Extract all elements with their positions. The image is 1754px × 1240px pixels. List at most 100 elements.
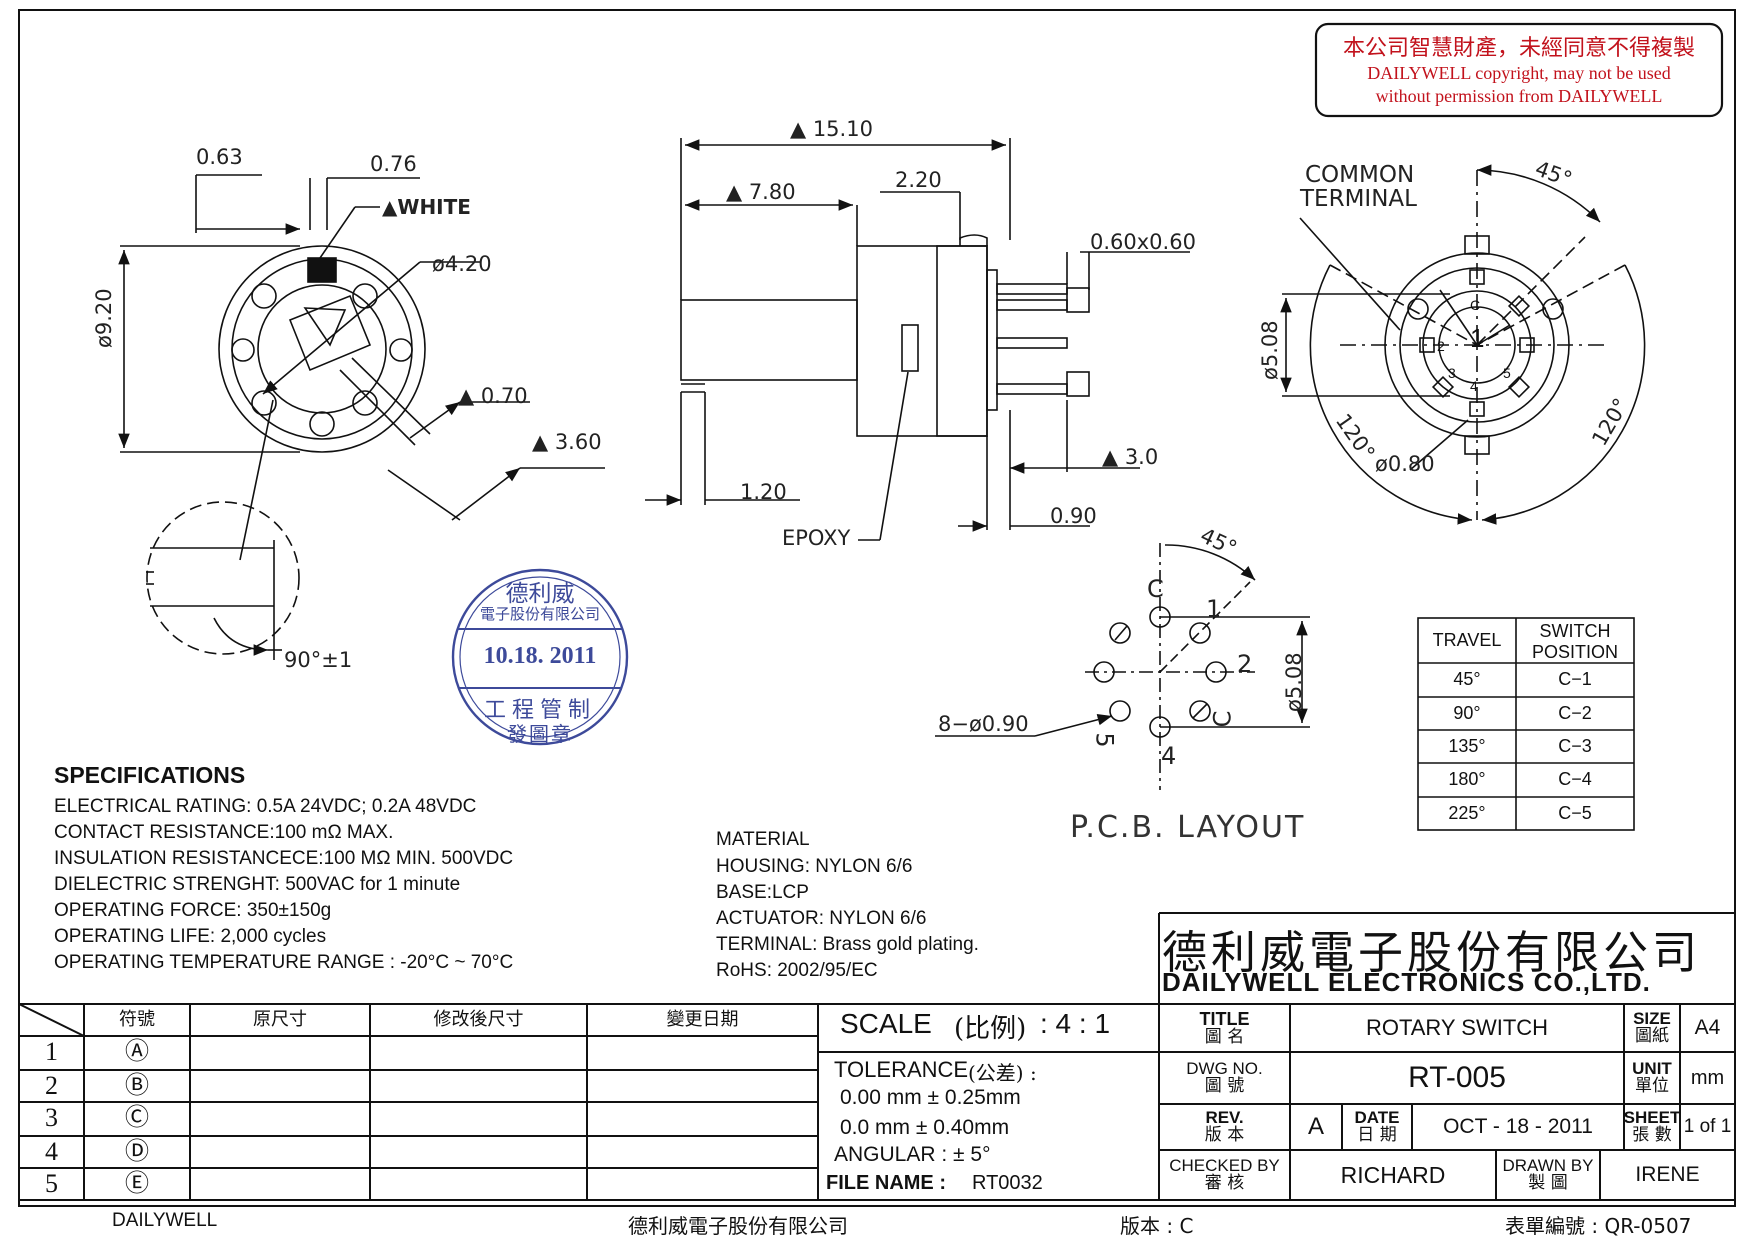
title-label-cell: TITLE 圖 名 bbox=[1159, 1004, 1290, 1052]
revision-symbol: Ⓐ bbox=[125, 1037, 149, 1066]
pcb-pin-2: 2 bbox=[1237, 650, 1253, 678]
drawn-zh: 製 圖 bbox=[1528, 1173, 1568, 1193]
date-zh: 日 期 bbox=[1357, 1125, 1397, 1145]
switch-position: C−4 bbox=[1558, 769, 1592, 790]
material-line: ACTUATOR: NYLON 6/6 bbox=[716, 908, 926, 930]
pcb-pin-4: 4 bbox=[1161, 742, 1177, 770]
spec-value: : -20°C ~ 70°C bbox=[384, 952, 514, 973]
white-label: ▲WHITE bbox=[382, 195, 471, 219]
footer-company: 德利威電子股份有限公司 bbox=[628, 1214, 848, 1238]
material-value: : NYLON 6/6 bbox=[818, 908, 927, 929]
revision-symbol: Ⓔ bbox=[125, 1169, 149, 1198]
checked-label: CHECKED BY bbox=[1169, 1156, 1280, 1176]
position-header: POSITION bbox=[1531, 641, 1618, 662]
notice-en-line1: DAILYWELL copyright, may not be used bbox=[1367, 63, 1671, 83]
spec-value: : 500VAC for 1 minute bbox=[274, 874, 461, 895]
rev-label: REV. bbox=[1205, 1108, 1244, 1128]
rev-header-original: 原尺寸 bbox=[253, 1008, 307, 1030]
dim-0-60x0-60: 0.60x0.60 bbox=[1090, 230, 1196, 254]
material-value: : Brass gold plating. bbox=[812, 934, 979, 955]
switch-position: C−2 bbox=[1558, 703, 1592, 724]
tolerance-zh: (公差) : bbox=[968, 1061, 1037, 1085]
rev-value: A bbox=[1307, 1113, 1324, 1141]
material-key: BASE bbox=[716, 882, 767, 903]
pcb-holes: 8−ø0.90 bbox=[938, 712, 1029, 736]
scale-label: SCALE bbox=[840, 1008, 932, 1039]
material-value: : NYLON 6/6 bbox=[804, 856, 913, 877]
sheet-label: SHEET bbox=[1623, 1108, 1681, 1128]
back-dia-5-08: ø5.08 bbox=[1258, 320, 1282, 380]
material-title: MATERIAL bbox=[716, 829, 810, 850]
switch-position: C−5 bbox=[1558, 803, 1592, 824]
spec-key: OPERATING TEMPERATURE RANGE bbox=[54, 952, 385, 973]
back-pin-5: 5 bbox=[1503, 365, 1511, 381]
stamp-date: 10.18. 2011 bbox=[483, 643, 597, 669]
material-key: TERMINAL bbox=[716, 934, 813, 955]
travel-angle: 45° bbox=[1453, 669, 1481, 690]
spec-key: DIELECTRIC STRENGHT bbox=[54, 874, 275, 895]
revision-number: 4 bbox=[45, 1137, 58, 1167]
tolerance-line2: 0.0 mm ± 0.40mm bbox=[840, 1116, 1010, 1139]
angle-90: 90°±1 bbox=[284, 648, 353, 672]
pcb-pin-c-top: C bbox=[1147, 575, 1164, 603]
terminal-label: TERMINAL bbox=[1300, 186, 1417, 212]
title-label: TITLE bbox=[1199, 1008, 1250, 1029]
dim-15-10: ▲ 15.10 bbox=[790, 117, 873, 141]
travel-angle: 90° bbox=[1453, 703, 1481, 724]
pcb-layout-drawing bbox=[935, 543, 1310, 790]
spec-key: INSULATION RESISTANCECE bbox=[54, 848, 319, 869]
specifications-title: SPECIFICATIONS bbox=[54, 762, 246, 788]
date-label-cell: DATE 日 期 bbox=[1342, 1104, 1412, 1150]
spec-value: :100 MΩ MIN. 500VDC bbox=[318, 848, 514, 869]
revision-number: 5 bbox=[45, 1169, 58, 1199]
pcb-dia-5-08: ø5.08 bbox=[1282, 652, 1306, 712]
sheet-value: 1 of 1 bbox=[1683, 1116, 1732, 1138]
material-line: RoHS: 2002/95/EC bbox=[716, 960, 878, 982]
material-value: : 2002/95/EC bbox=[766, 960, 878, 981]
revision-symbol: Ⓑ bbox=[125, 1071, 149, 1100]
drawn-label: DRAWN BY bbox=[1502, 1156, 1594, 1176]
title-value: ROTARY SWITCH bbox=[1365, 1015, 1549, 1041]
material-value: :LCP bbox=[766, 882, 809, 903]
material-line: BASE:LCP bbox=[716, 882, 809, 904]
spec-key: CONTACT RESISTANCE bbox=[54, 822, 270, 843]
checked-value: RICHARD bbox=[1340, 1161, 1446, 1188]
file-name-value: RT0032 bbox=[972, 1172, 1043, 1194]
spec-line: OPERATING TEMPERATURE RANGE : -20°C ~ 70… bbox=[54, 952, 513, 974]
stamp-company-short: 德利威 bbox=[505, 581, 575, 607]
back-pin-c: C bbox=[1470, 297, 1481, 313]
stamp-company-full: 電子股份有限公司 bbox=[479, 605, 600, 623]
dim-0-70: ▲ 0.70 bbox=[458, 384, 528, 408]
dwg-zh: 圖 號 bbox=[1204, 1076, 1245, 1096]
front-shaft-circle bbox=[257, 284, 387, 414]
unit-zh: 單位 bbox=[1635, 1076, 1669, 1096]
rev-header-modified: 修改後尺寸 bbox=[433, 1008, 524, 1030]
back-dia-0-80: ø0.80 bbox=[1375, 452, 1435, 476]
size-value: A4 bbox=[1694, 1015, 1721, 1039]
notice-zh: 本公司智慧財產，未經同意不得複製 bbox=[1342, 36, 1695, 61]
dwg-label: DWG NO. bbox=[1186, 1059, 1263, 1079]
dim-0-90: 0.90 bbox=[1050, 504, 1097, 528]
pcb-layout-title: P.C.B. LAYOUT bbox=[1070, 810, 1306, 845]
rev-header-symbol: 符號 bbox=[119, 1008, 155, 1030]
spec-line: INSULATION RESISTANCECE:100 MΩ MIN. 500V… bbox=[54, 848, 513, 870]
spec-value: : 0.5A 24VDC; 0.2A 48VDC bbox=[246, 796, 477, 817]
notice-en-line2: without permission from DAILYWELL bbox=[1375, 86, 1663, 106]
dim-3-60: ▲ 3.60 bbox=[532, 430, 602, 454]
dwg-label-cell: DWG NO. 圖 號 bbox=[1159, 1052, 1290, 1104]
date-value: OCT - 18 - 2011 bbox=[1443, 1114, 1593, 1138]
epoxy-label: EPOXY bbox=[782, 526, 851, 550]
travel-angle: 180° bbox=[1448, 769, 1486, 790]
spec-value: : 350±150g bbox=[236, 900, 332, 921]
revision-number: 3 bbox=[45, 1103, 58, 1133]
switch-position: C−3 bbox=[1558, 736, 1592, 757]
side-view bbox=[645, 138, 1190, 541]
dim-7-80: ▲ 7.80 bbox=[726, 180, 796, 204]
travel-table-grid bbox=[1417, 617, 1635, 831]
stamp-dept: 工程管制 bbox=[483, 698, 596, 723]
checked-zh: 審 核 bbox=[1204, 1173, 1245, 1193]
dim-1-20: 1.20 bbox=[740, 480, 787, 504]
tolerance-angular: ANGULAR : ± 5° bbox=[834, 1143, 991, 1166]
footer-version: 版本 : C bbox=[1120, 1214, 1194, 1238]
